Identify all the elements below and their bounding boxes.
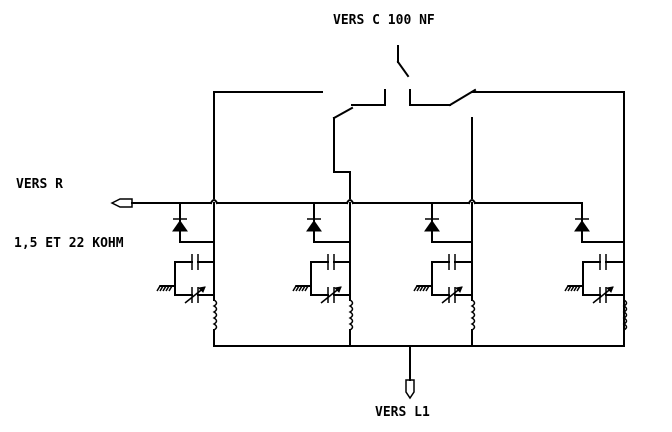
inductor-coil — [212, 299, 218, 347]
output-terminal — [405, 379, 415, 400]
stage-1 — [156, 202, 218, 347]
capacitor-pair — [174, 254, 215, 304]
label-vers-r: VERS R — [16, 177, 63, 192]
capacitor-pair — [310, 254, 351, 304]
input-terminal — [110, 198, 133, 208]
inductor-coil — [622, 299, 628, 347]
ground-symbol — [292, 285, 312, 292]
ground-symbol — [564, 285, 584, 292]
label-vers-l1: VERS L1 — [375, 405, 430, 420]
diode — [574, 202, 590, 243]
inductor-coil — [348, 299, 354, 347]
top-rail-right — [471, 91, 625, 347]
stage-4 — [564, 202, 628, 347]
diode — [172, 202, 188, 243]
capacitor-pair — [582, 254, 625, 304]
stage-3 — [413, 202, 476, 347]
diode — [306, 202, 322, 243]
diode — [424, 202, 440, 243]
label-resistance-range: 1,5 ET 22 KOHM — [14, 236, 124, 251]
main-bus — [131, 199, 583, 205]
ground-symbol — [156, 285, 176, 292]
top-rail — [213, 91, 323, 199]
ground-symbol — [413, 285, 433, 292]
stage-2 — [292, 202, 354, 347]
capacitor-pair — [431, 254, 473, 304]
inductor-coil — [470, 299, 476, 347]
switch-lead-left — [333, 117, 351, 199]
selector-switch — [332, 45, 477, 120]
label-vers-c: VERS C 100 NF — [333, 13, 435, 28]
